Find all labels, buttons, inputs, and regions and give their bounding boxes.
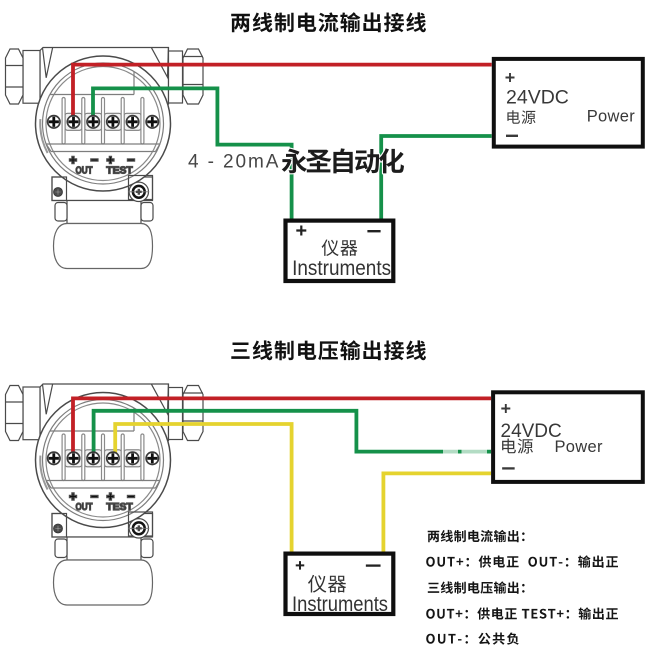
svg-text:Instruments: Instruments — [292, 593, 388, 616]
svg-text:4 - 20mA: 4 - 20mA — [188, 152, 280, 173]
svg-text:24VDC: 24VDC — [501, 421, 562, 442]
svg-text:Instruments: Instruments — [292, 257, 391, 280]
svg-text:Power: Power — [587, 108, 635, 126]
svg-text:Power: Power — [555, 438, 603, 456]
svg-text:24VDC: 24VDC — [506, 87, 569, 109]
